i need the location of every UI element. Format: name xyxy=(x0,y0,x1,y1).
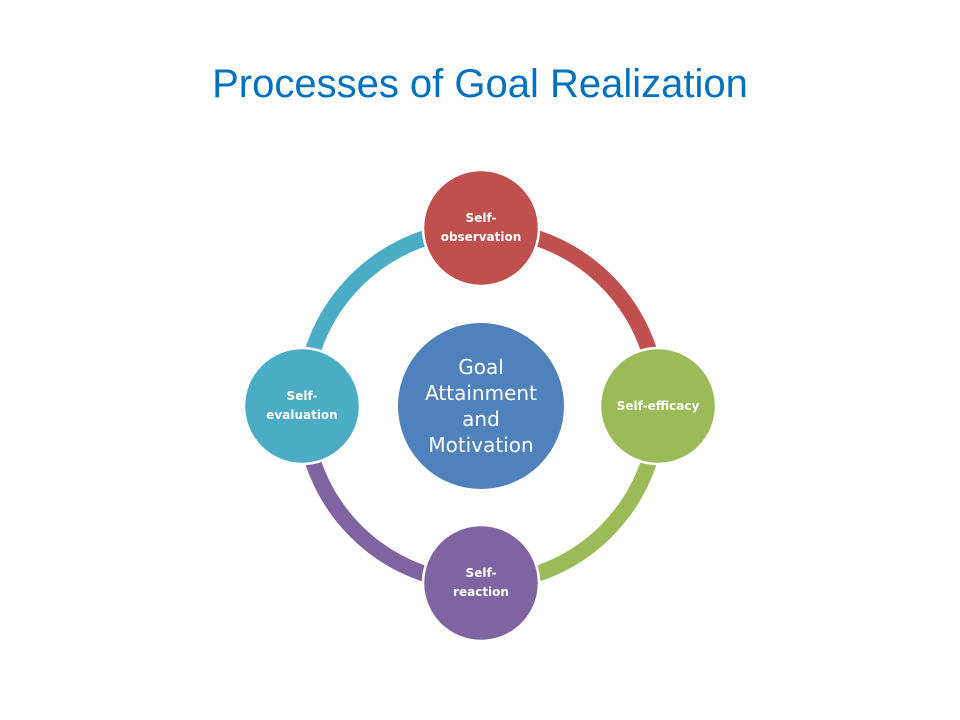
center-line: and xyxy=(462,407,500,431)
node-line: evaluation xyxy=(266,408,338,422)
node-circle-self-reaction xyxy=(421,523,541,643)
node-line: observation xyxy=(440,230,522,244)
node-line: Self-efficacy xyxy=(616,398,700,413)
node-label-self-observation: Self-observation xyxy=(423,170,539,286)
node-label-self-evaluation: Self-evaluation xyxy=(244,348,360,464)
node-label-self-reaction: Self-reaction xyxy=(423,525,539,641)
node-line: Self- xyxy=(286,389,318,403)
node-circle-self-evaluation xyxy=(242,346,362,466)
center-line: Attainment xyxy=(425,381,537,405)
node-line: Self- xyxy=(465,211,497,225)
center-line: Motivation xyxy=(428,433,534,457)
slide-title: Processes of Goal Realization xyxy=(212,62,748,106)
center-circle xyxy=(396,321,566,491)
node-circle-self-observation xyxy=(421,168,541,288)
node-circle-self-efficacy xyxy=(598,346,718,466)
node-line: reaction xyxy=(453,585,509,599)
center-line: Goal xyxy=(458,355,504,379)
node-line: Self- xyxy=(465,566,497,580)
node-label-self-efficacy: Self-efficacy xyxy=(600,348,716,464)
